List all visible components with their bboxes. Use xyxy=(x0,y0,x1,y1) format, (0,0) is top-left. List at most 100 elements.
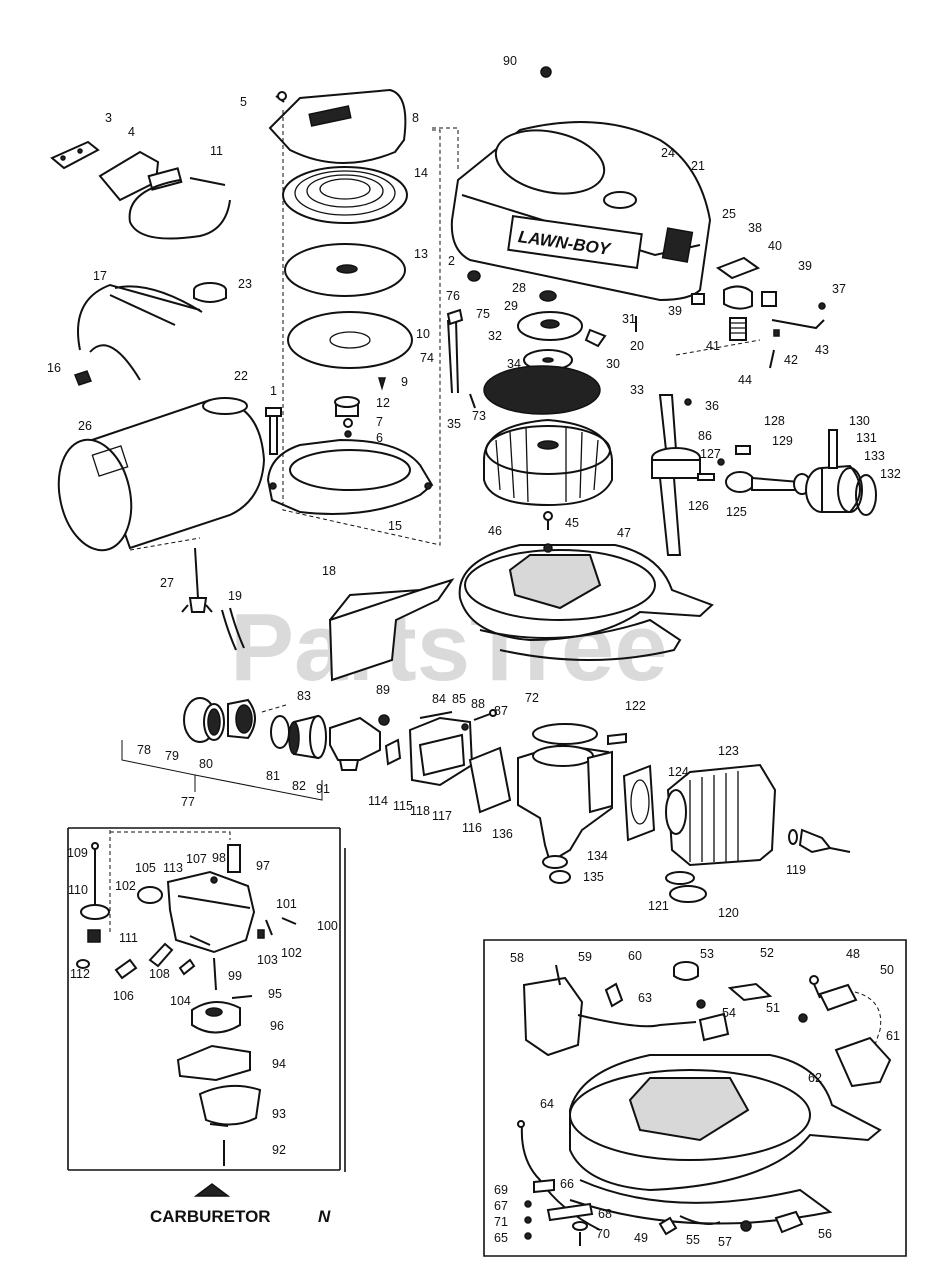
gasket-72 xyxy=(532,723,598,745)
callout-81: 81 xyxy=(266,769,280,783)
caption-suffix: N xyxy=(318,1207,331,1226)
starter-housing-15 xyxy=(266,438,434,515)
callout-60: 60 xyxy=(628,949,642,963)
callout-11: 11 xyxy=(210,144,223,158)
throttle-cable-11 xyxy=(128,177,231,240)
callout-41: 41 xyxy=(706,339,720,353)
callout-136: 136 xyxy=(492,827,513,841)
callout-131: 131 xyxy=(856,431,877,445)
callout-125: 125 xyxy=(726,505,747,519)
nut-135 xyxy=(549,870,571,884)
callout-3: 3 xyxy=(105,111,112,125)
callout-labels: 9058341114242125131723238403939372876752… xyxy=(47,54,901,1249)
gasket-116 xyxy=(468,746,512,814)
spark-plug-119 xyxy=(788,828,851,854)
callout-114: 114 xyxy=(368,794,388,808)
callout-72: 72 xyxy=(525,691,539,705)
callout-102b: 102 xyxy=(281,946,302,960)
callout-130: 130 xyxy=(849,414,870,428)
callout-65: 65 xyxy=(494,1231,508,1245)
callout-34: 34 xyxy=(507,357,521,371)
callout-6: 6 xyxy=(376,431,383,445)
crankcase-134 xyxy=(517,743,614,869)
callout-104: 104 xyxy=(170,994,191,1008)
blower-housing-21-24: LAWN-BOY xyxy=(450,121,712,302)
callout-4: 4 xyxy=(128,125,135,139)
plates-120-121 xyxy=(665,871,707,903)
callout-12: 12 xyxy=(376,396,390,410)
callout-77: 77 xyxy=(181,795,195,809)
callout-129: 129 xyxy=(772,434,793,448)
callout-49: 49 xyxy=(634,1231,648,1245)
callout-56: 56 xyxy=(818,1227,832,1241)
callout-10: 10 xyxy=(416,327,430,341)
hose-19 xyxy=(221,607,245,651)
rod-74-76 xyxy=(446,308,476,409)
callout-39a: 39 xyxy=(668,304,682,318)
callout-121: 121 xyxy=(648,899,669,913)
callout-51: 51 xyxy=(766,1001,780,1015)
callout-88: 88 xyxy=(471,697,485,711)
callout-97: 97 xyxy=(256,859,270,873)
callout-85: 85 xyxy=(452,692,466,706)
callout-79: 79 xyxy=(165,749,179,763)
callout-63: 63 xyxy=(638,991,652,1005)
starter-cover-8 xyxy=(268,88,407,164)
callout-86: 86 xyxy=(698,429,712,443)
callout-58: 58 xyxy=(510,951,524,965)
callout-82: 82 xyxy=(292,779,306,793)
recoil-spring-14 xyxy=(282,166,408,224)
gasket-81 xyxy=(270,715,290,749)
piston-133 xyxy=(805,429,877,516)
callout-24: 24 xyxy=(661,146,675,160)
ignition-detail-box xyxy=(483,939,907,1257)
callout-116: 116 xyxy=(462,821,482,835)
carburetor-91 xyxy=(329,714,390,771)
callout-64: 64 xyxy=(540,1097,554,1111)
callout-134: 134 xyxy=(587,849,608,863)
callout-89: 89 xyxy=(376,683,390,697)
callout-61: 61 xyxy=(886,1029,900,1043)
callout-100: 100 xyxy=(317,919,338,933)
callout-78: 78 xyxy=(137,743,151,757)
callout-103: 103 xyxy=(257,953,278,967)
callout-105: 105 xyxy=(135,861,156,875)
air-filter-78-80 xyxy=(183,697,256,743)
callout-16: 16 xyxy=(47,361,61,375)
carburetor-parts xyxy=(76,830,297,1166)
callout-30: 30 xyxy=(606,357,620,371)
bolt-1 xyxy=(265,407,282,455)
callout-122: 122 xyxy=(625,699,646,713)
callout-132: 132 xyxy=(880,467,901,481)
screw-122 xyxy=(607,732,627,746)
callout-1: 1 xyxy=(270,384,277,398)
callout-110: 110 xyxy=(68,883,88,897)
callout-71: 71 xyxy=(494,1215,508,1229)
callout-53: 53 xyxy=(700,947,714,961)
callout-112: 112 xyxy=(70,967,90,981)
callout-54: 54 xyxy=(722,1006,736,1020)
callout-43: 43 xyxy=(815,343,829,357)
callout-2: 2 xyxy=(448,254,455,268)
callout-128: 128 xyxy=(764,414,785,428)
callout-32: 32 xyxy=(488,329,502,343)
cylinder-123 xyxy=(665,763,777,867)
callout-38: 38 xyxy=(748,221,762,235)
callout-111: 111 xyxy=(119,931,138,945)
baffle-18 xyxy=(328,578,455,682)
starter-cup-29-32 xyxy=(517,311,607,348)
flywheel-35 xyxy=(483,418,613,507)
callout-99: 99 xyxy=(228,969,242,983)
callout-18: 18 xyxy=(322,564,336,578)
callout-119: 119 xyxy=(786,863,806,877)
callout-25: 25 xyxy=(722,207,736,221)
crankshaft-86 xyxy=(651,394,701,556)
callout-67: 67 xyxy=(494,1199,508,1213)
callout-98: 98 xyxy=(212,851,226,865)
callout-133: 133 xyxy=(864,449,885,463)
carburetor-detail-box xyxy=(67,827,346,1172)
callout-68: 68 xyxy=(598,1207,612,1221)
callout-94: 94 xyxy=(272,1057,286,1071)
